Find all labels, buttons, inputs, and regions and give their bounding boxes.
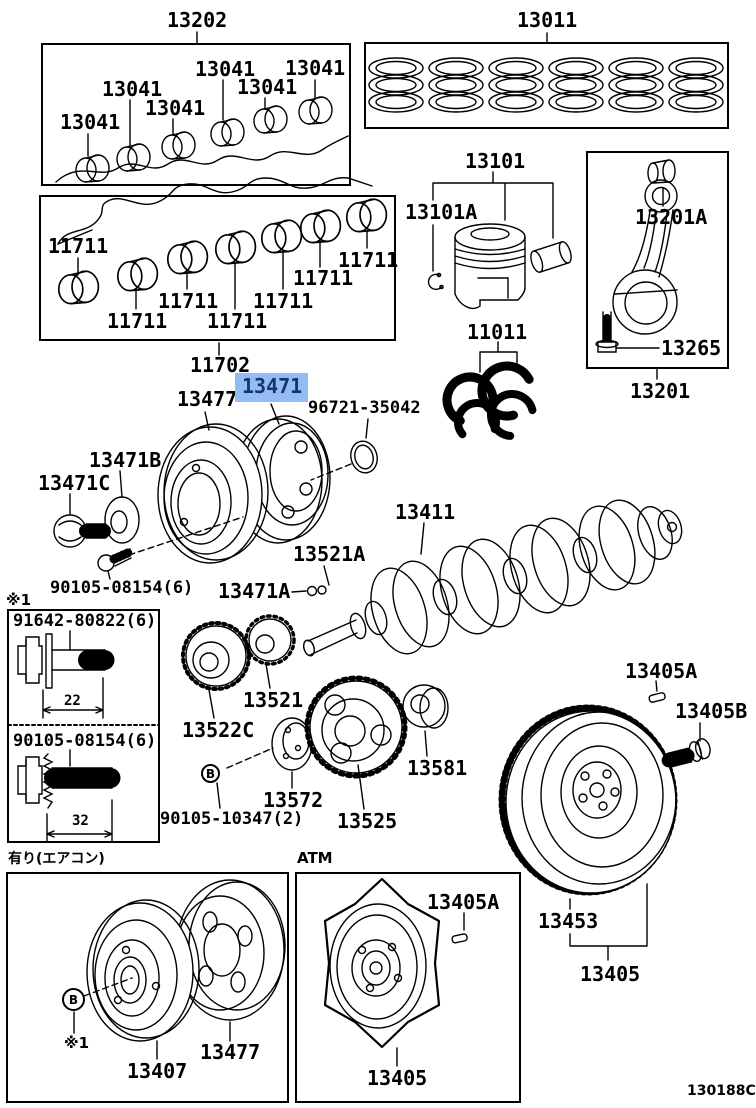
part-label-dim-32: 32 — [72, 813, 89, 829]
drive-plate-13405-drawing — [323, 877, 468, 1049]
part-label-13101[interactable]: 13101 — [465, 149, 526, 173]
part-label-13405A-atm[interactable]: 13405A — [427, 890, 500, 914]
part-label-13011[interactable]: 13011 — [517, 8, 578, 32]
part-label-dim-22: 22 — [64, 693, 81, 709]
part-label-11711-6[interactable]: 11711 — [293, 266, 354, 290]
part-label-13471B[interactable]: 13471B — [89, 448, 162, 472]
part-label-13405A-top[interactable]: 13405A — [625, 659, 698, 683]
part-label-11711-7[interactable]: 11711 — [338, 248, 399, 272]
bolt-diagram-91642 — [17, 633, 115, 719]
part-label-13201[interactable]: 13201 — [630, 379, 691, 403]
leader-lines — [69, 31, 701, 1067]
part-label-13405B[interactable]: 13405B — [675, 699, 748, 723]
part-label-11702[interactable]: 11702 — [190, 353, 251, 377]
part-label-90105-10347[interactable]: 90105-10347(2) — [160, 809, 304, 829]
part-label-11711-2[interactable]: 11711 — [107, 309, 168, 333]
part-label-13405-atm[interactable]: 13405 — [367, 1066, 428, 1090]
crankshaft-13411-drawing — [302, 499, 683, 657]
box-atm — [295, 872, 521, 1103]
part-label-13581[interactable]: 13581 — [407, 756, 468, 780]
part-label-13405-right[interactable]: 13405 — [580, 962, 641, 986]
part-label-11011[interactable]: 11011 — [467, 320, 528, 344]
part-label-11711-5[interactable]: 11711 — [253, 289, 314, 313]
part-label-13407[interactable]: 13407 — [127, 1059, 188, 1083]
part-label-atm-header: ATM — [297, 849, 333, 867]
ref-marker-b-1: B — [62, 988, 85, 1011]
crank-pulley-13477-drawing — [157, 423, 269, 564]
part-label-13041-4[interactable]: 13041 — [195, 57, 256, 81]
box-11702 — [39, 195, 396, 341]
part-label-13572[interactable]: 13572 — [263, 788, 324, 812]
part-label-13471A[interactable]: 13471A — [218, 579, 291, 603]
part-label-90105-08154-main[interactable]: 90105-08154(6) — [50, 578, 194, 598]
part-label-91642-80822[interactable]: 91642-80822(6) — [13, 611, 157, 631]
part-label-11711-3[interactable]: 11711 — [158, 289, 219, 313]
part-label-13265[interactable]: 13265 — [661, 336, 722, 360]
part-label-13471[interactable]: 13471 — [235, 373, 309, 402]
part-label-13202[interactable]: 13202 — [167, 8, 228, 32]
part-label-13471C[interactable]: 13471C — [38, 471, 111, 495]
part-label-13041-6[interactable]: 13041 — [285, 56, 346, 80]
part-label-13201A[interactable]: 13201A — [635, 205, 708, 229]
timing-gears-drawing — [181, 614, 449, 779]
part-label-13521[interactable]: 13521 — [243, 688, 304, 712]
part-label-13525[interactable]: 13525 — [337, 809, 398, 833]
piston-pin-drawing — [530, 241, 572, 273]
part-label-11711-1[interactable]: 11711 — [48, 234, 109, 258]
part-label-13041-5[interactable]: 13041 — [237, 75, 298, 99]
bolt-diagram-90105 — [17, 753, 122, 843]
part-label-13477-aircon[interactable]: 13477 — [200, 1040, 261, 1064]
part-label-ref1-top: ※1 — [6, 591, 32, 609]
bearing-set-11711 — [57, 177, 388, 305]
box-aircon — [6, 872, 289, 1103]
aircon-pulleys-drawing — [86, 879, 286, 1042]
part-label-90105-08154-box[interactable]: 90105-08154(6) — [13, 731, 157, 751]
part-label-13041-3[interactable]: 13041 — [145, 96, 206, 120]
part-label-13041-1[interactable]: 13041 — [60, 110, 121, 134]
piston-13101-drawing — [427, 223, 572, 310]
part-label-footer-code: 130188C — [687, 1083, 756, 1099]
part-label-96721-35042[interactable]: 96721-35042 — [308, 398, 421, 418]
thrust-washers-11011-drawing — [442, 361, 537, 445]
part-label-13477-main[interactable]: 13477 — [177, 387, 238, 411]
flywheel-13453-drawing — [498, 704, 678, 896]
part-label-13101A[interactable]: 13101A — [405, 200, 478, 224]
part-label-13521A[interactable]: 13521A — [293, 542, 366, 566]
part-label-13411[interactable]: 13411 — [395, 500, 456, 524]
part-label-13453[interactable]: 13453 — [538, 909, 599, 933]
part-label-aircon-header: 有り(エアコン) — [8, 851, 105, 867]
part-label-ref1-aircon: ※1 — [64, 1034, 90, 1052]
part-label-13041-2[interactable]: 13041 — [102, 77, 163, 101]
part-label-13522C[interactable]: 13522C — [182, 718, 255, 742]
part-label-11711-4[interactable]: 11711 — [207, 309, 268, 333]
flywheel-hardware-drawing — [648, 692, 711, 768]
o-ring-96721-drawing — [350, 440, 378, 474]
bearing-set-13041 — [55, 96, 349, 183]
connecting-rod-13201-drawing — [595, 159, 678, 353]
ref-marker-b-0: B — [201, 764, 220, 783]
